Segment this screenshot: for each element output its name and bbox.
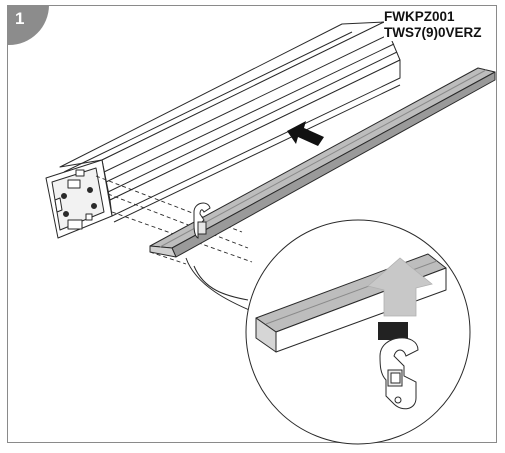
direction-arrow <box>287 121 324 146</box>
cover-rail <box>149 67 496 258</box>
clip-detail <box>379 337 419 410</box>
insert-arrow <box>367 257 433 317</box>
mounting-clip <box>193 202 211 239</box>
alignment-guides <box>95 175 253 265</box>
product-codes: FWKPZ001 TWS7(9)0VERZ <box>384 9 492 41</box>
step-number: 1 <box>15 9 25 28</box>
detail-magnifier <box>185 219 471 445</box>
product-code-2: TWS7(9)0VERZ <box>384 25 482 40</box>
clip-tab-marker <box>378 322 408 340</box>
product-code-1: FWKPZ001 <box>384 9 455 24</box>
cable-trunking <box>45 21 401 239</box>
